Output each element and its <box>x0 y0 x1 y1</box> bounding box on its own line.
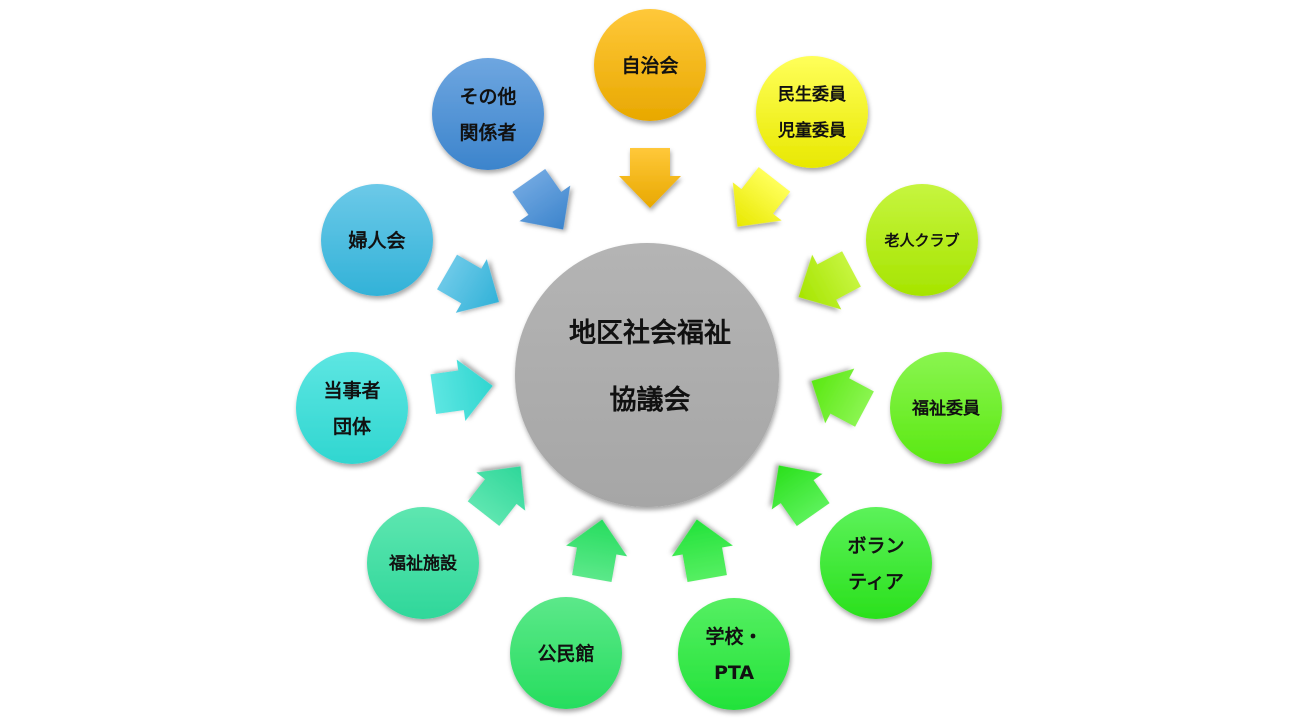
arrow-tojisha-dantai <box>430 359 493 421</box>
center-label-line-2: 協議会 <box>610 385 691 416</box>
node-circle <box>678 598 790 710</box>
node-circle <box>432 58 544 170</box>
node-label-line-2: 団体 <box>333 415 372 438</box>
node-label-line-2: 関係者 <box>459 121 516 144</box>
node-jichikai: 自治会 <box>594 9 706 121</box>
node-fujinkai: 婦人会 <box>321 184 433 296</box>
node-label-line-1: ボラン <box>847 535 904 557</box>
arrow-minsei-jido-iin <box>732 167 791 227</box>
node-fukushi-shisetsu: 福祉施設 <box>367 507 479 619</box>
nodes-layer: 自治会民生委員児童委員老人クラブ福祉委員ボランティア学校・PTA公民館福祉施設当… <box>296 9 1002 710</box>
node-circle <box>820 507 932 619</box>
node-label-line-1: 公民館 <box>537 642 594 665</box>
arrow-fukushi-shisetsu <box>467 466 526 526</box>
center-node: 地区社会福祉 協議会 <box>515 243 779 507</box>
node-label-line-2: PTA <box>714 662 754 684</box>
node-gakko-pta: 学校・ PTA <box>678 598 790 710</box>
node-rojin-club: 老人クラブ <box>866 184 978 296</box>
center-label-line-1: 地区社会福祉 <box>569 317 731 349</box>
node-circle <box>756 56 868 168</box>
node-circle <box>866 184 978 296</box>
node-label-line-2: 児童委員 <box>777 120 846 141</box>
node-label-line-1: 婦人会 <box>347 229 405 252</box>
arrow-jichikai <box>619 148 681 208</box>
node-circle <box>510 597 622 709</box>
node-label-line-1: その他 <box>459 85 516 108</box>
node-circle <box>594 9 706 121</box>
arrow-volunteer <box>771 465 830 527</box>
node-kominkan: 公民館 <box>510 597 622 709</box>
node-circle <box>296 352 408 464</box>
node-label-line-1: 民生委員 <box>778 84 846 105</box>
node-circle <box>321 184 433 296</box>
arrow-rojin-club <box>798 251 861 310</box>
center-circle <box>515 243 779 507</box>
node-circle <box>890 352 1002 464</box>
arrow-sonota-kankeisha <box>512 168 571 230</box>
node-label-line-2: ティア <box>848 571 904 593</box>
node-fukushi-iin: 福祉委員 <box>890 352 1002 464</box>
node-label-line-1: 福祉委員 <box>911 398 980 419</box>
node-label-line-1: 当事者 <box>323 379 380 402</box>
node-label-line-1: 学校・ <box>705 625 762 648</box>
arrow-fujinkai <box>437 254 499 313</box>
node-label-line-1: 福祉施設 <box>388 553 458 574</box>
node-label-line-1: 自治会 <box>621 54 678 77</box>
arrow-gakko-pta <box>671 519 733 583</box>
node-label-line-1: 老人クラブ <box>883 231 959 249</box>
arrows-layer <box>430 148 874 583</box>
node-circle <box>367 507 479 619</box>
arrow-fukushi-iin <box>811 368 874 427</box>
arrow-kominkan <box>566 519 628 583</box>
